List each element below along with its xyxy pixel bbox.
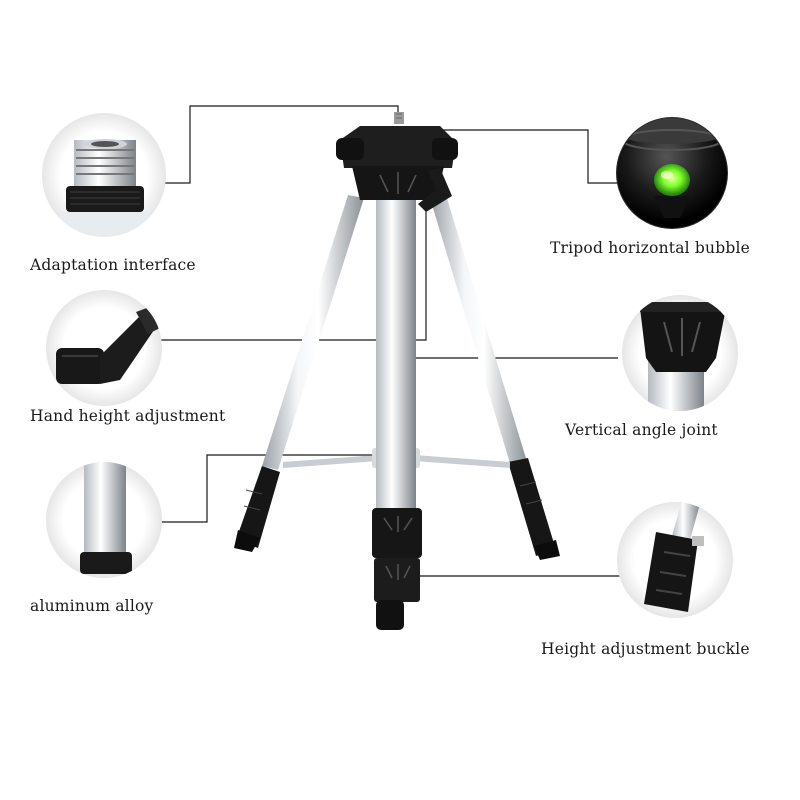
detail-vertical-angle-joint: [622, 295, 738, 411]
tripod: [234, 112, 560, 630]
tripod-left-leg: [234, 195, 364, 552]
leader-hand-height: [158, 205, 427, 341]
label-vertical-angle-joint: Vertical angle joint: [565, 421, 718, 439]
tripod-head: [336, 112, 458, 212]
tripod-center-column: [372, 190, 422, 630]
detail-horizontal-bubble: [616, 117, 728, 229]
detail-aluminum-alloy: [46, 462, 162, 578]
detail-adaptation-interface: [42, 113, 166, 237]
label-tripod-horizontal-bubble: Tripod horizontal bubble: [550, 239, 751, 257]
detail-hand-height-adjustment: [46, 290, 162, 406]
leader-adaptation: [160, 105, 399, 184]
leader-aluminum: [160, 454, 378, 523]
label-aluminum-alloy: aluminum alloy: [30, 597, 154, 615]
tripod-right-leg: [430, 195, 560, 560]
label-hand-height-adjustment: Hand height adjustment: [30, 407, 226, 425]
label-height-adjustment-buckle: Height adjustment buckle: [541, 640, 750, 658]
detail-height-adjustment-buckle: [617, 502, 733, 618]
label-adaptation-interface: Adaptation interface: [30, 256, 196, 274]
leader-vertical: [397, 285, 618, 359]
leader-bubble: [440, 129, 618, 184]
